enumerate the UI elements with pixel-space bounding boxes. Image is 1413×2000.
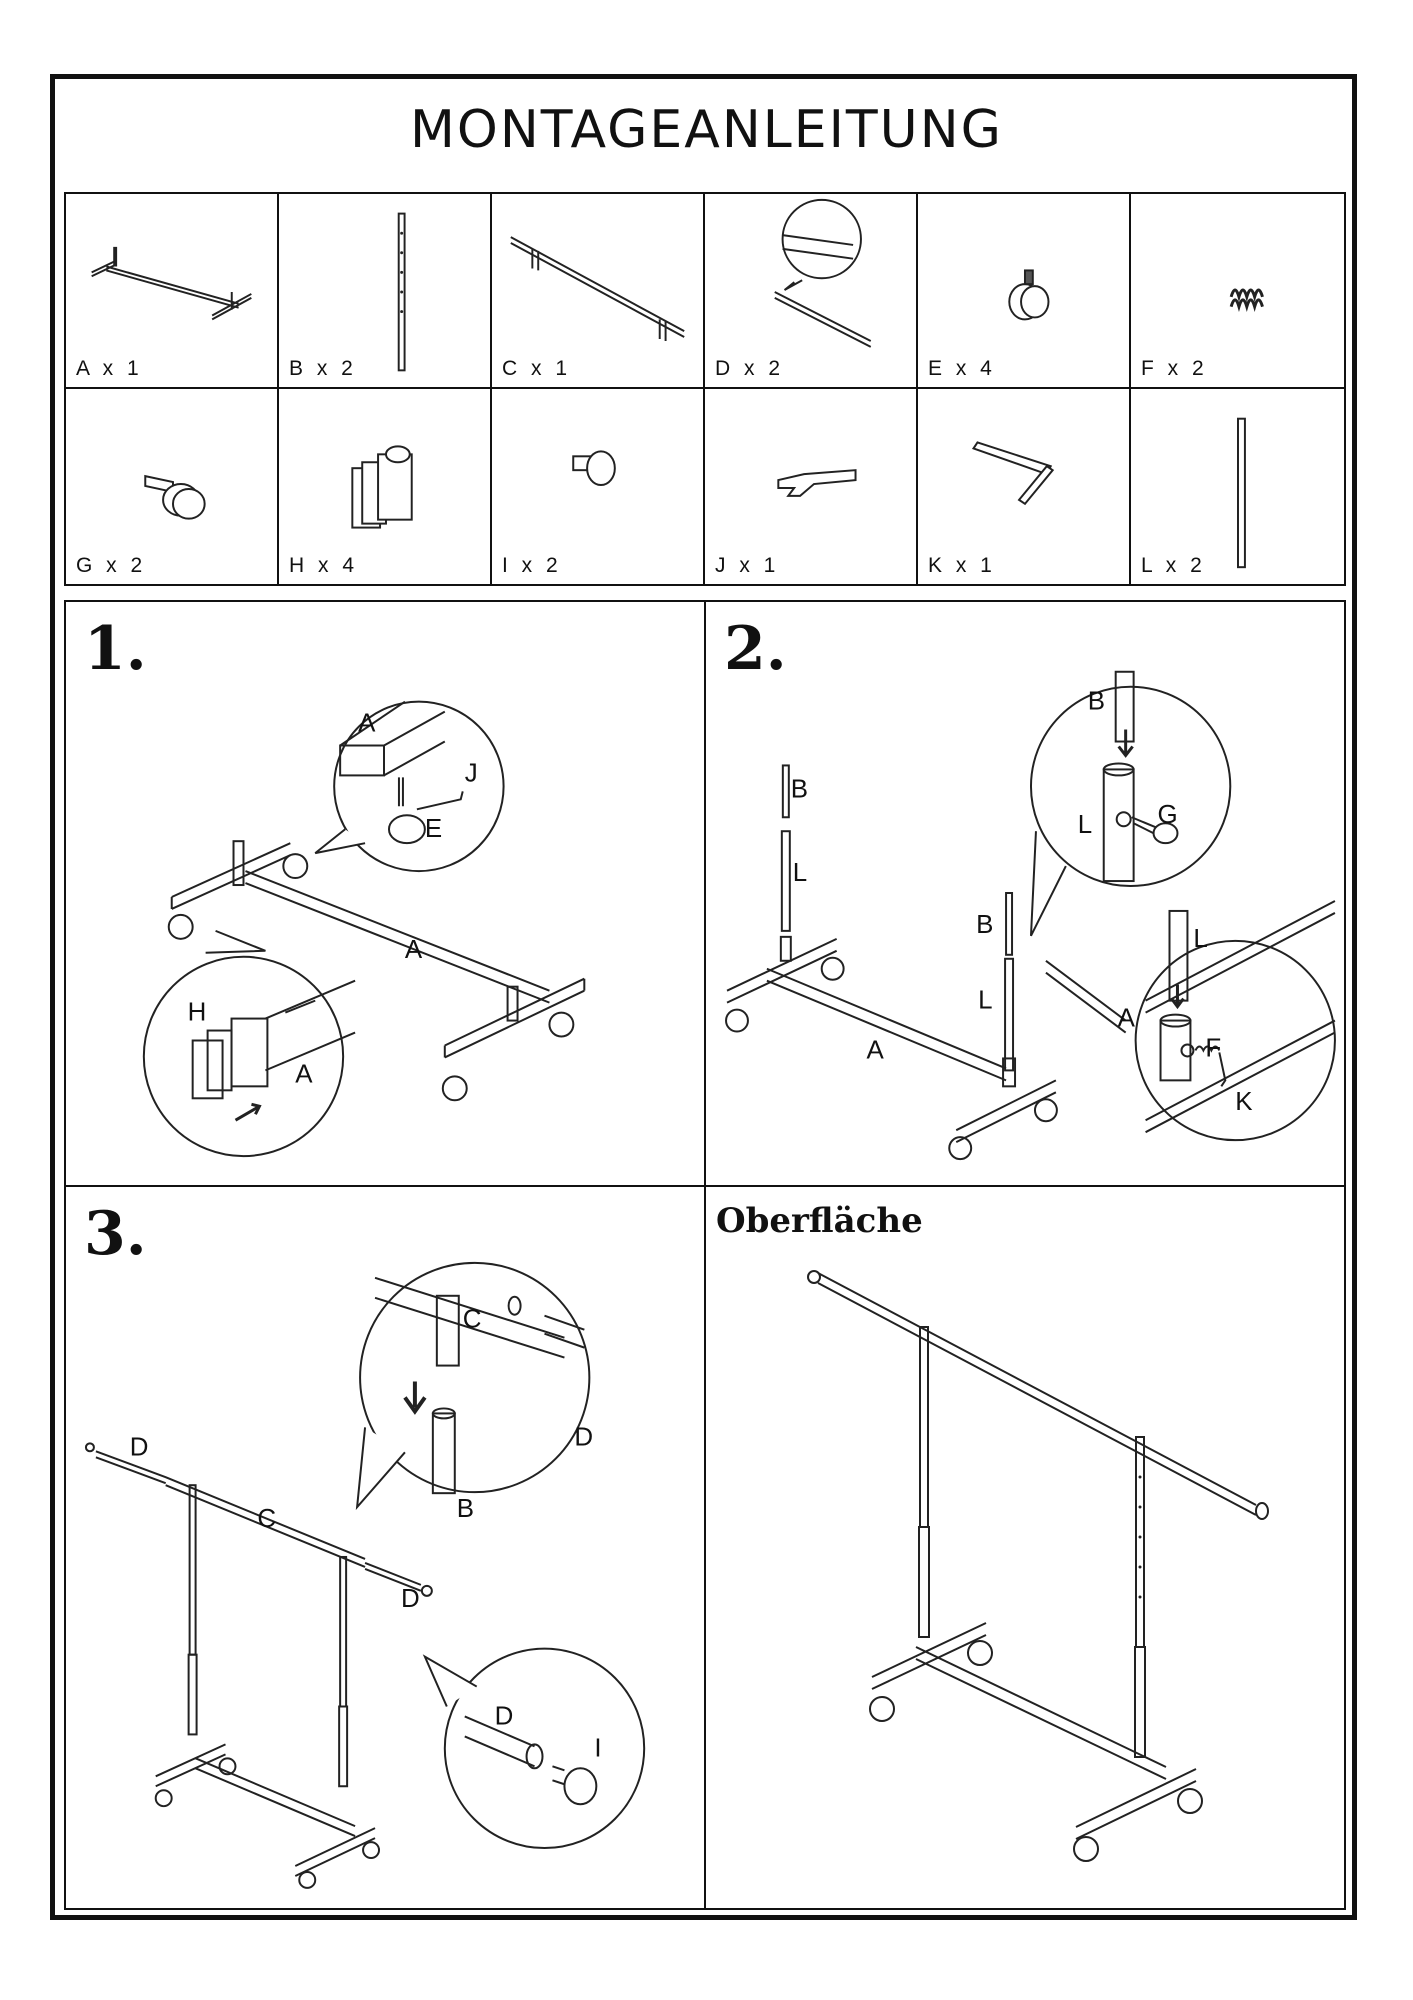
part-label: I x 2 [502, 554, 562, 577]
hex-key-icon [971, 441, 1055, 506]
part-label: C x 1 [502, 357, 572, 380]
label-d-zoom2: D [495, 1702, 514, 1730]
label-b: B [791, 775, 808, 803]
label-b-zoom: B [457, 1495, 474, 1523]
step-1-panel: 1. [66, 602, 706, 1187]
part-label: J x 1 [715, 554, 780, 577]
lower-tube-icon [1237, 417, 1246, 569]
spring-icon [1229, 288, 1264, 313]
assembly-steps: 1. [64, 600, 1346, 1910]
part-cell-i: I x 2 [492, 389, 705, 584]
step-number: 2. [724, 614, 787, 684]
label-j: J [465, 759, 478, 787]
label-g: G [1158, 801, 1178, 829]
surface-panel: Oberfläche [706, 1187, 1344, 1908]
end-cap-icon [351, 445, 413, 529]
part-cell-c: C x 1 [492, 194, 705, 389]
upright-tube-icon [397, 212, 406, 372]
knob-screw-icon [144, 474, 206, 520]
label-a: A [405, 936, 423, 964]
label-e: E [425, 815, 442, 843]
step-2-panel: 2. [706, 602, 1344, 1187]
part-label: B x 2 [289, 357, 357, 380]
label-a-zoom: A [358, 710, 376, 738]
label-f: F [1205, 1034, 1221, 1062]
part-label: L x 2 [1141, 554, 1206, 577]
part-cell-j: J x 1 [705, 389, 918, 584]
step-number: 3. [84, 1199, 147, 1269]
label-c: C [257, 1505, 276, 1533]
base-frame-icon [91, 246, 252, 321]
part-label: E x 4 [928, 357, 996, 380]
label-a-zoom2: A [295, 1060, 313, 1088]
label-i: I [594, 1734, 601, 1762]
label-l-zoom2: L [1193, 925, 1207, 953]
label-h: H [188, 999, 207, 1027]
step-1-illustration: A A J E H A [142, 700, 586, 1158]
part-cell-b: B x 2 [279, 194, 492, 389]
step-2-illustration: B L B L A B L G L A F K [725, 670, 1336, 1161]
label-b2: B [976, 911, 993, 939]
wrench-icon [777, 469, 857, 497]
step-3-illustration: D C D C D B D I [84, 1261, 646, 1889]
part-label: G x 2 [76, 554, 147, 577]
step-number: 1. [84, 614, 147, 684]
part-label: A x 1 [76, 357, 143, 380]
part-cell-f: F x 2 [1131, 194, 1344, 389]
part-cell-e: E x 4 [918, 194, 1131, 389]
surface-title: Oberfläche [716, 1201, 923, 1241]
label-b-zoom: B [1088, 688, 1105, 716]
label-d2: D [401, 1585, 420, 1613]
label-c-zoom: C [463, 1306, 482, 1334]
finished-rack-illustration [807, 1270, 1269, 1862]
parts-table: A x 1 B x 2 C x 1 D x 2 [64, 192, 1346, 586]
label-k: K [1235, 1088, 1252, 1116]
part-label: D x 2 [715, 357, 785, 380]
extension-tube-icon [774, 198, 872, 348]
part-cell-g: G x 2 [66, 389, 279, 584]
label-l2: L [978, 987, 992, 1015]
end-knob-icon [572, 450, 616, 487]
part-cell-a: A x 1 [66, 194, 279, 389]
step-3-panel: 3. [66, 1187, 706, 1908]
label-a-zoom: A [1118, 1005, 1136, 1033]
label-d: D [130, 1433, 149, 1461]
part-label: F x 2 [1141, 357, 1208, 380]
label-l-zoom: L [1078, 811, 1092, 839]
part-cell-h: H x 4 [279, 389, 492, 584]
part-cell-l: L x 2 [1131, 389, 1344, 584]
label-l: L [793, 859, 807, 887]
part-cell-d: D x 2 [705, 194, 918, 389]
page-frame [50, 74, 1357, 1920]
top-bar-icon [510, 236, 685, 341]
part-cell-k: K x 1 [918, 389, 1131, 584]
page-title: MONTAGEANLEITUNG [410, 100, 1003, 160]
caster-wheel-icon [1008, 269, 1050, 321]
label-d-zoom: D [574, 1423, 593, 1451]
part-label: K x 1 [928, 554, 996, 577]
part-label: H x 4 [289, 554, 359, 577]
label-a: A [867, 1036, 885, 1064]
